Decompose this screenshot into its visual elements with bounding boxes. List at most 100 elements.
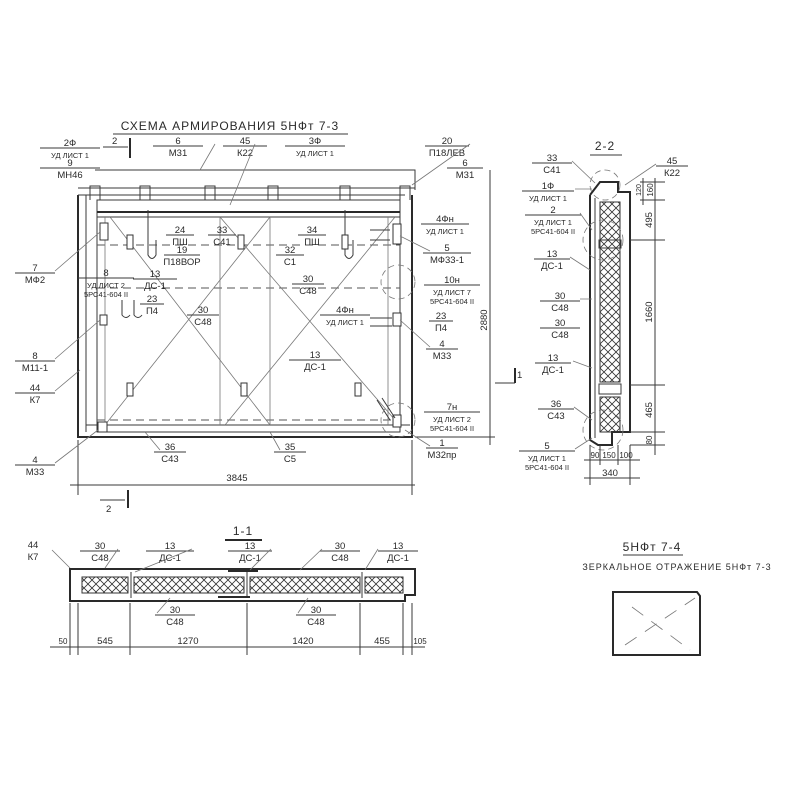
callout-position: 13	[150, 269, 161, 280]
scheme-title: СХЕМА АРМИРОВАНИЯ 5НФт 7-3	[121, 119, 339, 133]
callout-position: 10н	[444, 275, 460, 286]
callout-position: 4	[32, 455, 37, 466]
callout-mark: К7	[28, 552, 39, 563]
callout-position: 7	[32, 263, 37, 274]
callout-position: 23	[147, 294, 158, 305]
callout-position: 32	[285, 245, 296, 256]
callout-mark: УД ЛИСТ 1	[528, 454, 566, 463]
callout-position: 35	[285, 442, 296, 453]
callout-position: 8	[32, 351, 37, 362]
callout-position: 30	[555, 291, 566, 302]
callout-mark: С48	[194, 317, 211, 328]
callout-position: 5	[544, 441, 549, 452]
callout-position: 5	[444, 243, 449, 254]
callout-position: 8	[103, 268, 108, 279]
callout-mark: УД ЛИСТ 2	[87, 281, 125, 290]
callout-mark: УД ЛИСТ 7	[433, 288, 471, 297]
dim: 80	[645, 435, 654, 444]
callout-position: 6	[175, 136, 180, 147]
callout-mark: М33	[433, 351, 451, 362]
callout-position: 36	[165, 442, 176, 453]
callout-mark: ДС-1	[541, 261, 563, 272]
callout-position: 7н	[447, 402, 458, 413]
callout-mark: К7	[30, 395, 41, 406]
callout-mark: К22	[237, 148, 253, 159]
callout-position: 30	[170, 605, 181, 616]
callout-mark: 5РС41-604 II	[84, 290, 128, 299]
dim: 150	[602, 451, 616, 460]
mirror-variant: 5НФт 7-4 ЗЕРКАЛЬНОЕ ОТРАЖЕНИЕ 5НФт 7-3	[582, 540, 771, 656]
section-title: 2-2	[595, 139, 615, 153]
callout-position: 9	[67, 158, 72, 169]
callout-position: 30	[198, 305, 209, 316]
lifting-loops	[89, 185, 411, 200]
callout-position: 13	[245, 541, 256, 552]
dim: 100	[619, 451, 633, 460]
callout-position: 13	[547, 249, 558, 260]
callout-position: 20	[442, 136, 453, 147]
section-mark-bottom: 2	[100, 490, 129, 515]
callout-mark: С43	[161, 454, 178, 465]
callout-mark: ПШ	[172, 237, 188, 248]
dim: 1270	[177, 636, 198, 647]
dimension-height: 2880	[479, 309, 490, 330]
callout-mark: УД ЛИСТ 1	[534, 218, 572, 227]
callout-mark: С48	[331, 553, 348, 564]
callout-position: 30	[303, 274, 314, 285]
callout-mark: С1	[284, 257, 296, 268]
section-2-2: 2-2 120 160 495 1660 465 80 90 150 100 3	[519, 139, 688, 485]
callout-mark: С48	[307, 617, 324, 628]
callout-mark: ДС-1	[159, 553, 181, 564]
callout-position: 4	[439, 339, 444, 350]
callout-mark: МФ2	[25, 275, 45, 286]
callout-mark: УД ЛИСТ 1	[326, 318, 364, 327]
callout-position: 1Ф	[542, 181, 555, 192]
callout-position: 30	[95, 541, 106, 552]
dim: 545	[97, 636, 113, 647]
callout-mark: УД ЛИСТ 1	[51, 151, 89, 160]
dim: 1420	[292, 636, 313, 647]
dim: 90	[591, 451, 600, 460]
callout-mark: 5РС41-604 II	[525, 463, 569, 472]
callout-mark: К22	[664, 168, 680, 179]
callout-position: 4Фн	[336, 305, 354, 316]
callout-mark: М31	[169, 148, 187, 159]
callout-position: 30	[311, 605, 322, 616]
mirror-note: ЗЕРКАЛЬНОЕ ОТРАЖЕНИЕ 5НФт 7-3	[582, 562, 771, 572]
callout-mark: М33	[26, 467, 44, 478]
callout-mark: С41	[543, 165, 560, 176]
callout-position: 6	[462, 158, 467, 169]
callout-mark: ДС-1	[144, 281, 166, 292]
callout-mark: С48	[551, 303, 568, 314]
